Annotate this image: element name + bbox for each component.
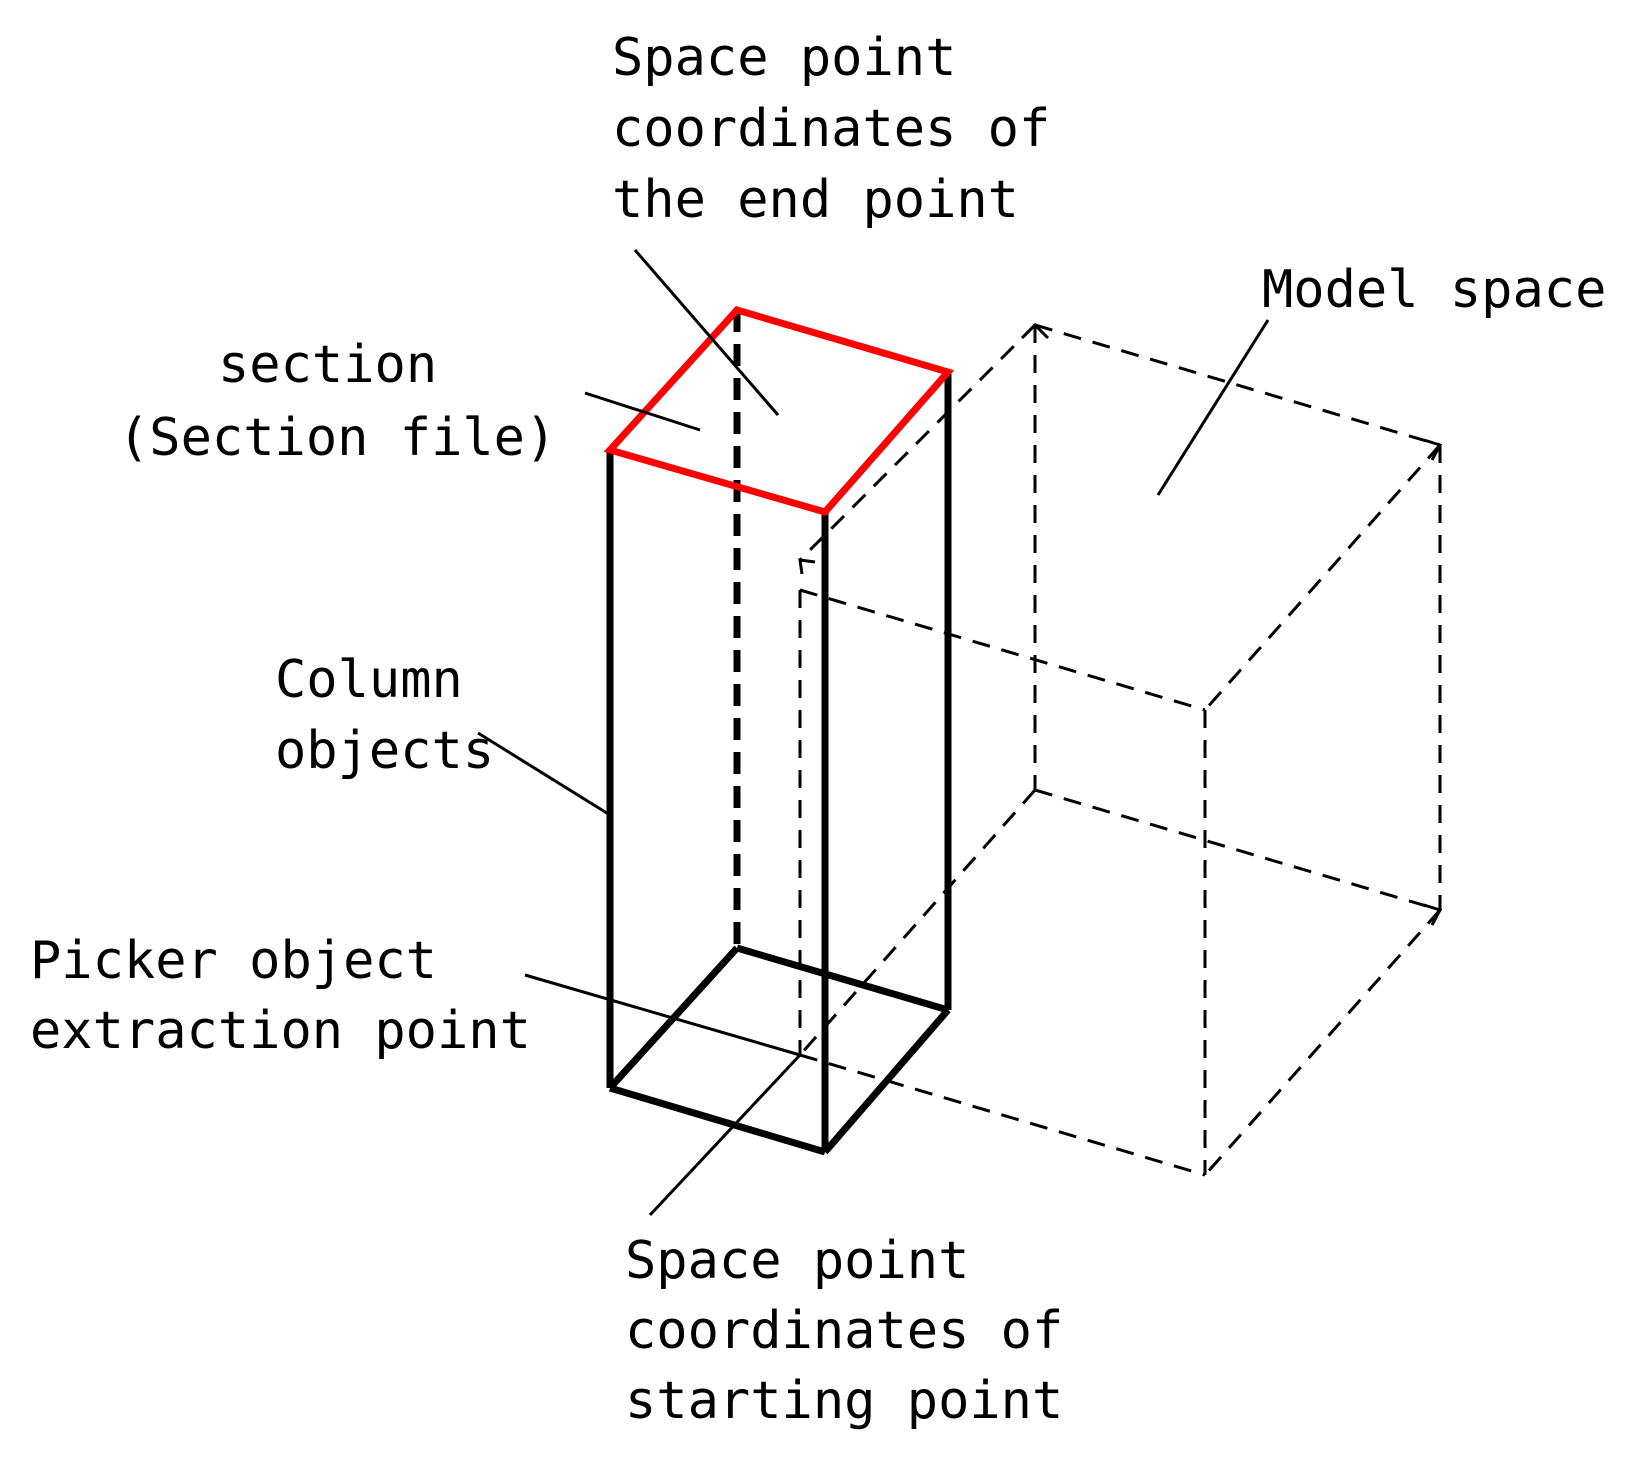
label-picker-extraction-point: Picker object extraction point <box>30 931 531 1061</box>
leader-lines <box>477 249 1270 1217</box>
section-outline <box>603 306 955 516</box>
label-column-objects: Column objects <box>275 650 494 781</box>
leader-end-point <box>633 249 780 416</box>
leader-model-space <box>1156 319 1270 496</box>
leader-column-objects <box>477 731 611 817</box>
label-start-point: Space point coordinates of starting poin… <box>625 1231 1095 1431</box>
model-space-box <box>798 323 1442 1177</box>
leader-start-point <box>648 1053 802 1217</box>
label-section: section (Section file) <box>118 335 556 468</box>
leader-picker <box>524 973 801 1057</box>
leader-section <box>584 391 701 432</box>
label-model-space: Model space <box>1262 260 1606 320</box>
model-space-arrowheads <box>798 322 1443 926</box>
label-end-point: Space point coordinates of the end point <box>612 28 1082 230</box>
column-object <box>606 372 952 1156</box>
